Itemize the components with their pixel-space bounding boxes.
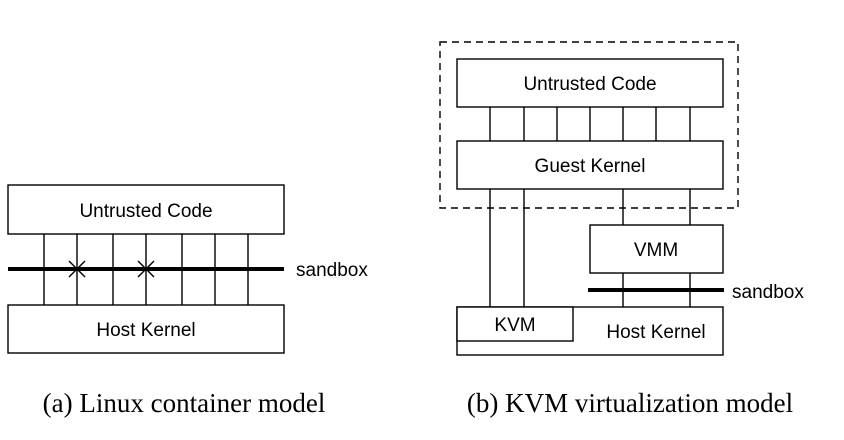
vm-boundary	[439, 41, 739, 209]
kvm-box	[456, 306, 574, 342]
linux-container-diagram: Untrusted Code sandbox Host Kernel (a) L…	[7, 184, 368, 418]
guest-kernel-box	[456, 140, 724, 190]
untrusted-code-label: Untrusted Code	[523, 74, 656, 95]
guest-kernel-label: Guest Kernel	[535, 156, 646, 177]
blocked-cross-2	[137, 260, 155, 278]
untrusted-code-label: Untrusted Code	[79, 201, 212, 222]
untrusted-code-box	[456, 58, 724, 108]
vmm-box	[589, 224, 724, 274]
vmm-label: VMM	[634, 240, 678, 261]
host-kernel-label: Host Kernel	[606, 322, 705, 343]
guest-syscall-lines	[489, 107, 691, 141]
host-kernel-label: Host Kernel	[96, 320, 195, 341]
sandbox-label: sandbox	[732, 282, 804, 303]
untrusted-code-box	[7, 184, 285, 235]
host-kernel-box	[7, 304, 285, 354]
blocked-cross-1	[68, 260, 86, 278]
kvm-label: KVM	[494, 315, 535, 336]
caption-a: (a) Linux container model	[43, 388, 326, 418]
caption-b: (b) KVM virtualization model	[467, 388, 793, 418]
sandbox-label: sandbox	[296, 260, 368, 281]
kvm-virtualization-diagram: Untrusted Code Guest Kernel VMM san	[439, 41, 804, 418]
kvm-interface-lines	[489, 189, 525, 307]
vmm-exit-lines	[622, 189, 691, 225]
